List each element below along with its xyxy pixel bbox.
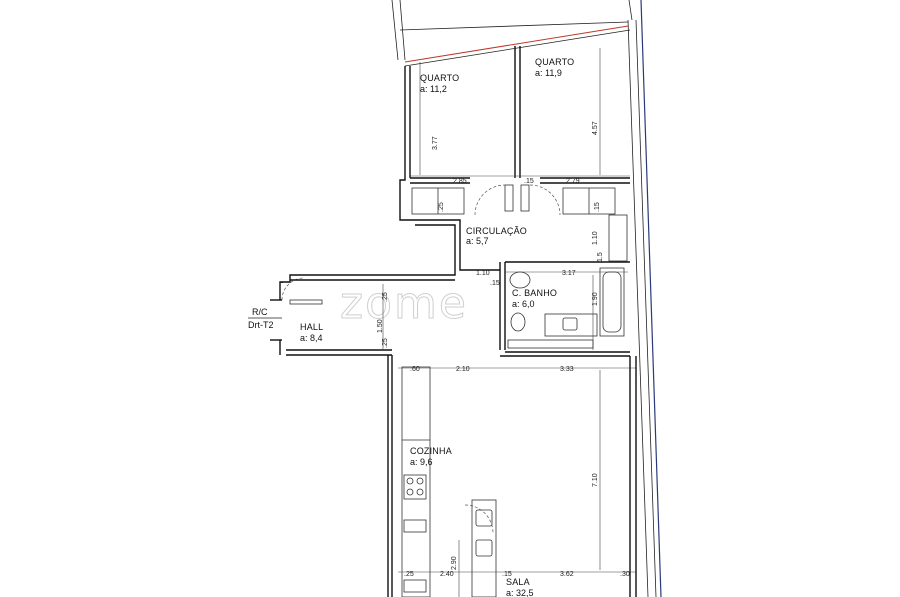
dim-label: .25 [382, 292, 389, 302]
room-area-sala: a: 32,5 [506, 588, 534, 597]
dim-label: 3.17 [562, 270, 576, 277]
dim-label: .25 [382, 338, 389, 348]
watermark: zome [340, 278, 468, 329]
room-name-quarto-2: QUARTO [535, 57, 574, 67]
room-name-circulacao: CIRCULAÇÃO [466, 226, 527, 236]
dim-label: .30 [620, 571, 630, 578]
dim-label: .25 [438, 202, 445, 212]
dim-label: 1.10 [476, 270, 490, 277]
dim-label: 7.10 [592, 473, 599, 487]
room-name-hall: HALL [300, 322, 323, 332]
room-area-circulacao: a: 5,7 [466, 236, 489, 246]
dim-label: 2.90 [451, 556, 458, 570]
room-name-sala: SALA [506, 577, 530, 587]
dim-label: 2.40 [440, 571, 454, 578]
dim-label: .25 [404, 571, 414, 578]
room-name-cozinha: COZINHA [410, 446, 452, 456]
kitchen-living-walls [387, 355, 637, 597]
balcony [391, 0, 631, 67]
room-area-quarto-2: a: 11,9 [535, 68, 562, 78]
dim-label: 4.57 [592, 121, 599, 135]
entry [248, 299, 282, 341]
dim-label: 2.79 [566, 178, 580, 185]
room-area-banho: a: 6,0 [512, 299, 535, 309]
dim-label: 1.10 [592, 231, 599, 245]
dim-label: 1.90 [592, 292, 599, 306]
dim-label: .60 [410, 366, 420, 373]
dim-label: 3.77 [432, 136, 439, 150]
room-area-quarto-1: a: 11,2 [420, 84, 447, 94]
door-swings [281, 184, 561, 534]
entry-tag-line-2: Drt-T2 [248, 320, 274, 330]
dim-label: .15 [524, 178, 534, 185]
wardrobes [411, 184, 616, 215]
exterior-facade [627, 0, 662, 597]
room-name-quarto-1: QUARTO [420, 73, 459, 83]
room-name-banho: C. BANHO [512, 288, 557, 298]
dim-label: 3.62 [560, 571, 574, 578]
bedroom-walls [399, 46, 630, 221]
dim-label: 1.5 [597, 252, 604, 262]
dim-label: .15 [490, 280, 500, 287]
dim-label: 2.85 [453, 178, 467, 185]
dim-label: .15 [502, 571, 512, 578]
dim-label: 1.50 [377, 319, 384, 333]
dim-label: .15 [594, 202, 601, 212]
room-area-cozinha: a: 9,6 [410, 457, 433, 467]
hall-walls [279, 274, 455, 356]
dim-label: 2.10 [456, 366, 470, 373]
room-area-hall: a: 8,4 [300, 333, 323, 343]
entry-tag-line-1: R/C [252, 307, 268, 317]
bath-fixtures [507, 214, 628, 349]
dim-label: 3.33 [560, 366, 574, 373]
circulation-walls [345, 219, 630, 357]
